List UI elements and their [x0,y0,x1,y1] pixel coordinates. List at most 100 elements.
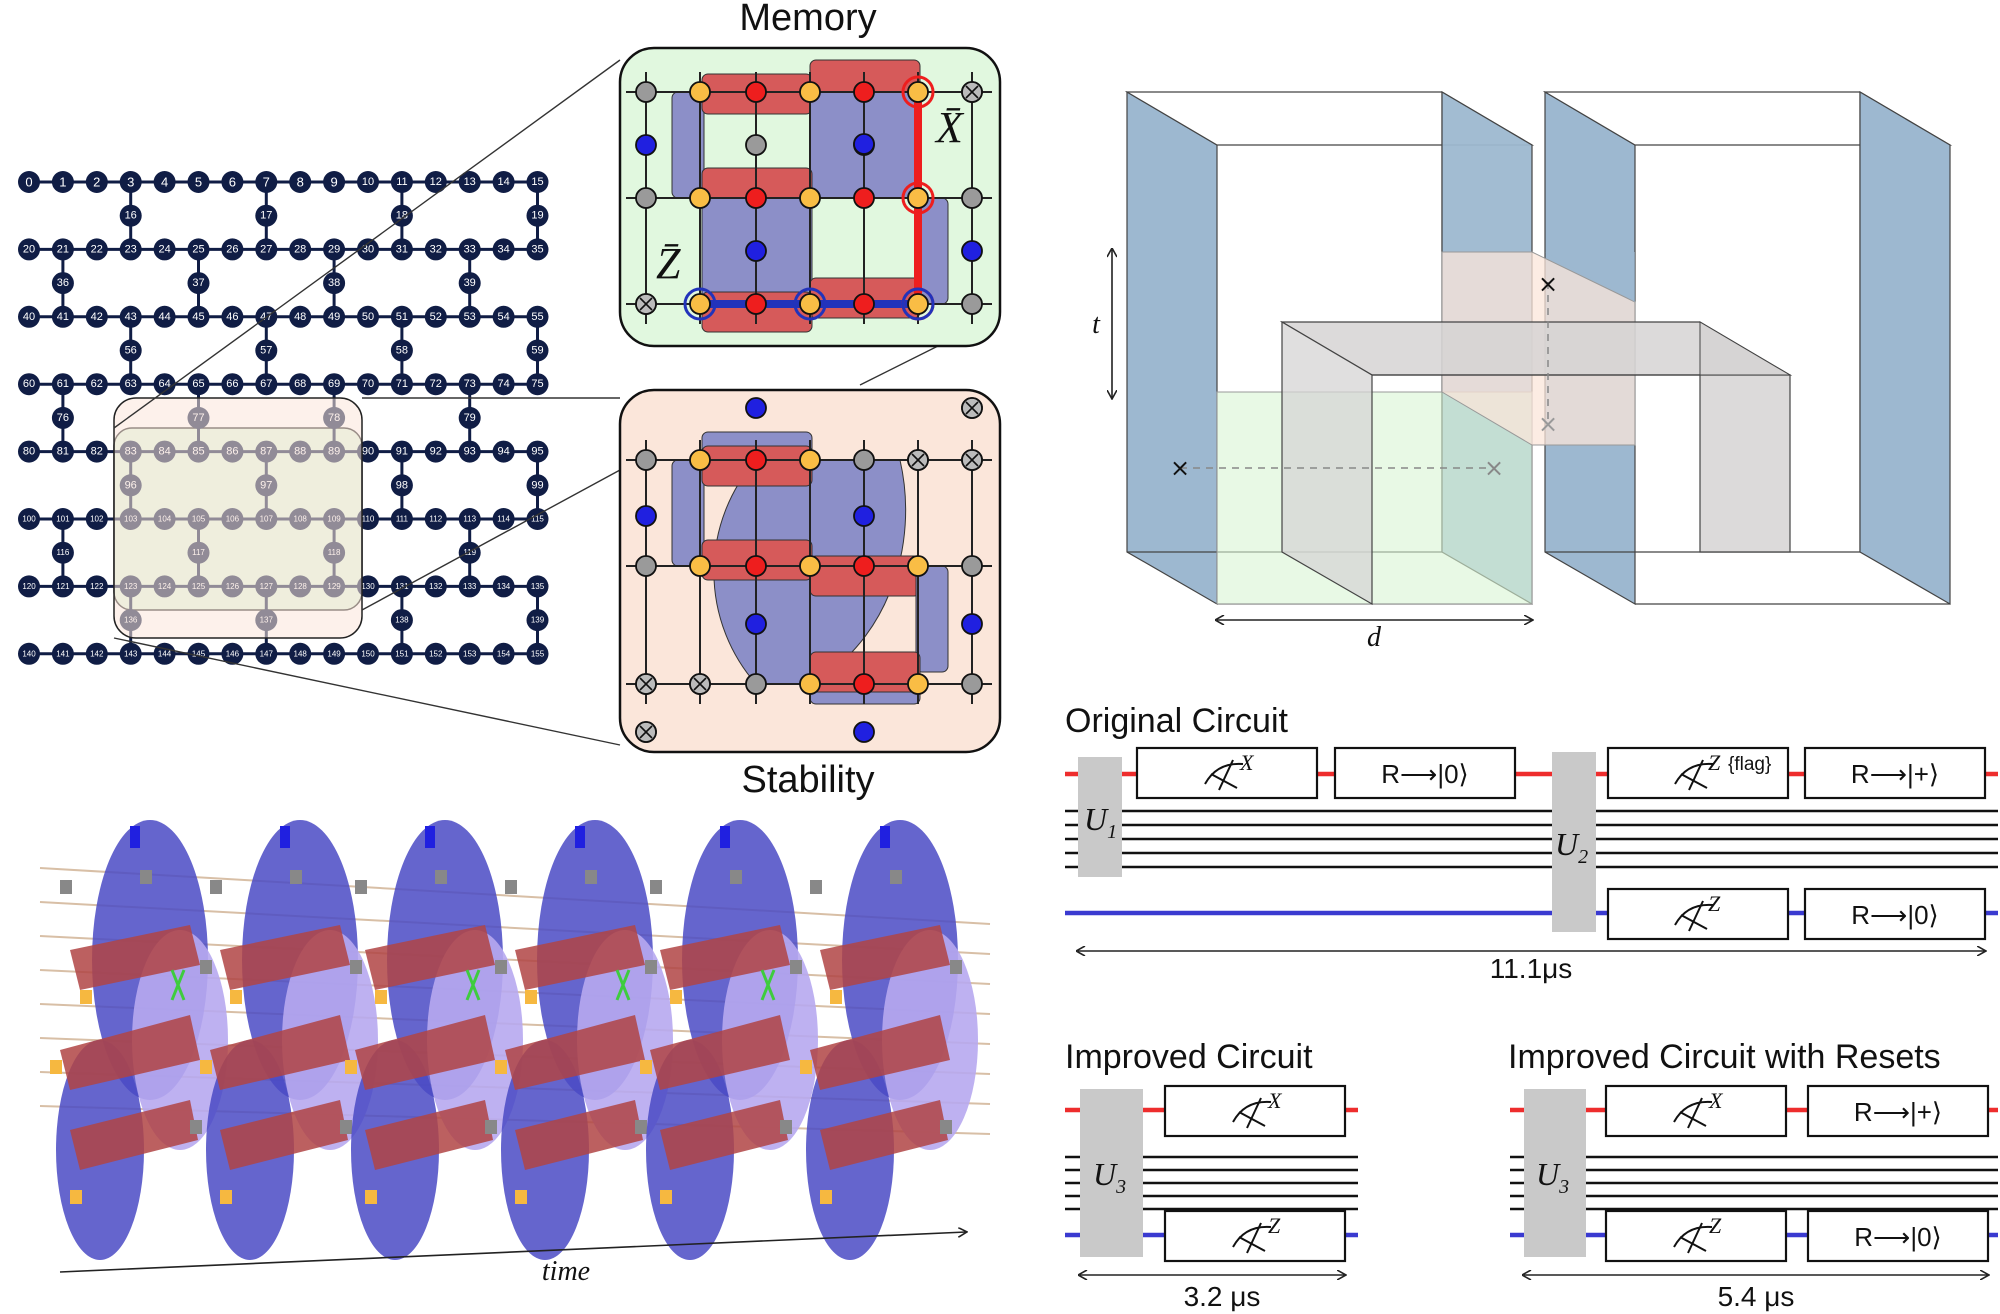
qubit-label: 2 [93,175,100,190]
qubit-node [255,204,278,227]
qubit [961,187,983,209]
qubit-node [492,171,515,193]
qubit-label: 35 [531,243,543,255]
qubit-node [85,440,108,463]
qubit-label: 80 [23,446,35,458]
qubit-node [458,272,481,295]
qubit-node [85,171,108,193]
meter-icon [1232,1097,1272,1129]
qubit [635,555,657,577]
qubit-node [221,373,244,396]
qubit-node [85,238,108,261]
qubit-node [492,440,515,463]
qubit [799,673,821,695]
qubit [635,505,657,527]
qubit-node [424,305,447,328]
qubit-node [119,305,142,328]
qubit [799,449,821,471]
qubit-label: 74 [497,378,509,390]
qubit-node [119,642,142,665]
qubit-node [357,305,379,328]
qubit-node [119,238,142,261]
qubit-label: 41 [57,311,69,323]
qubit-label: 26 [226,243,238,255]
qubit-label: 116 [57,548,70,557]
qubit [635,134,657,156]
qubit-node [492,575,515,598]
qubit-label: 81 [57,446,69,458]
qubit [689,81,711,103]
qubit-node [390,171,413,193]
qubit-label: 122 [90,582,104,591]
meter-icon [1674,759,1714,791]
qubit-label: 32 [430,243,442,255]
qubit [907,187,929,209]
qubit-label: 142 [90,649,104,658]
qubit-node [323,305,346,328]
qubit-node [153,238,176,261]
qubit-label: 9 [330,175,337,190]
qubit-label: 46 [226,311,238,323]
qubit-node [51,238,74,261]
qubit-node [390,609,413,632]
qubit-label: 63 [125,378,137,390]
qubit [635,187,657,209]
qubit-label: 43 [125,311,137,323]
qubit-node [390,508,413,530]
meter-icon [1204,759,1244,791]
qubit [745,81,767,103]
qubit-label: 102 [90,515,104,524]
qubit-label: 93 [464,446,476,458]
qubit-label: 33 [464,243,476,255]
qubit [853,449,875,471]
qubit-node [221,171,244,193]
qubit-node [323,272,346,295]
u2-gate [1552,752,1596,932]
qubit-label: 66 [226,378,238,390]
qubit-label: 45 [192,311,204,323]
qubit-node [119,339,142,362]
qubit-label: 54 [497,311,509,323]
improved-circuit: U3 X Z 3.2 μs [1065,1084,1358,1312]
qubit-label: 30 [362,243,374,255]
qubit [907,293,929,315]
qubit-label: 99 [531,479,543,491]
qubit-node [85,373,108,396]
qubit-node [390,339,413,362]
qubit-label: 73 [464,378,476,390]
qubit [853,293,875,315]
stability-region-outline [113,397,363,639]
qubit-label: 64 [158,378,170,390]
qubit-node [18,171,40,193]
qubit-label: 50 [362,311,374,323]
qubit [745,449,767,471]
meter-icon [1232,1222,1272,1254]
qubit-node [492,373,515,396]
qubit-label: 67 [260,378,272,390]
qubit-node [492,508,515,530]
qubit-node [51,406,74,429]
qubit-label: 17 [260,210,272,222]
qubit-label: 114 [497,515,510,524]
svg-text:R⟶|0⟩: R⟶|0⟩ [1381,759,1468,789]
meter-icon [1673,1222,1713,1254]
qubit [799,293,821,315]
qubit [635,81,657,103]
memory-code-patch [626,59,992,333]
qubit-label: 10 [362,176,374,188]
qubit-label: 44 [158,311,170,323]
qubit-label: 71 [396,378,408,390]
svg-text:Z: Z [1709,1213,1722,1238]
improved-resets-title: Improved Circuit with Resets [1508,1038,1941,1076]
qubit-label: 31 [396,243,408,255]
qubit-node [526,238,549,261]
reset-plus-box [1806,1084,1990,1138]
svg-text:R⟶|+⟩: R⟶|+⟩ [1851,759,1939,789]
qubit-label: 42 [91,311,103,323]
qubit-node [255,339,278,362]
qubit-node [221,305,244,328]
stability-title: Stability [741,759,874,801]
qubit-node [18,373,40,396]
svg-text:Z: Z [1708,750,1721,775]
qubit-label: 19 [531,210,543,222]
